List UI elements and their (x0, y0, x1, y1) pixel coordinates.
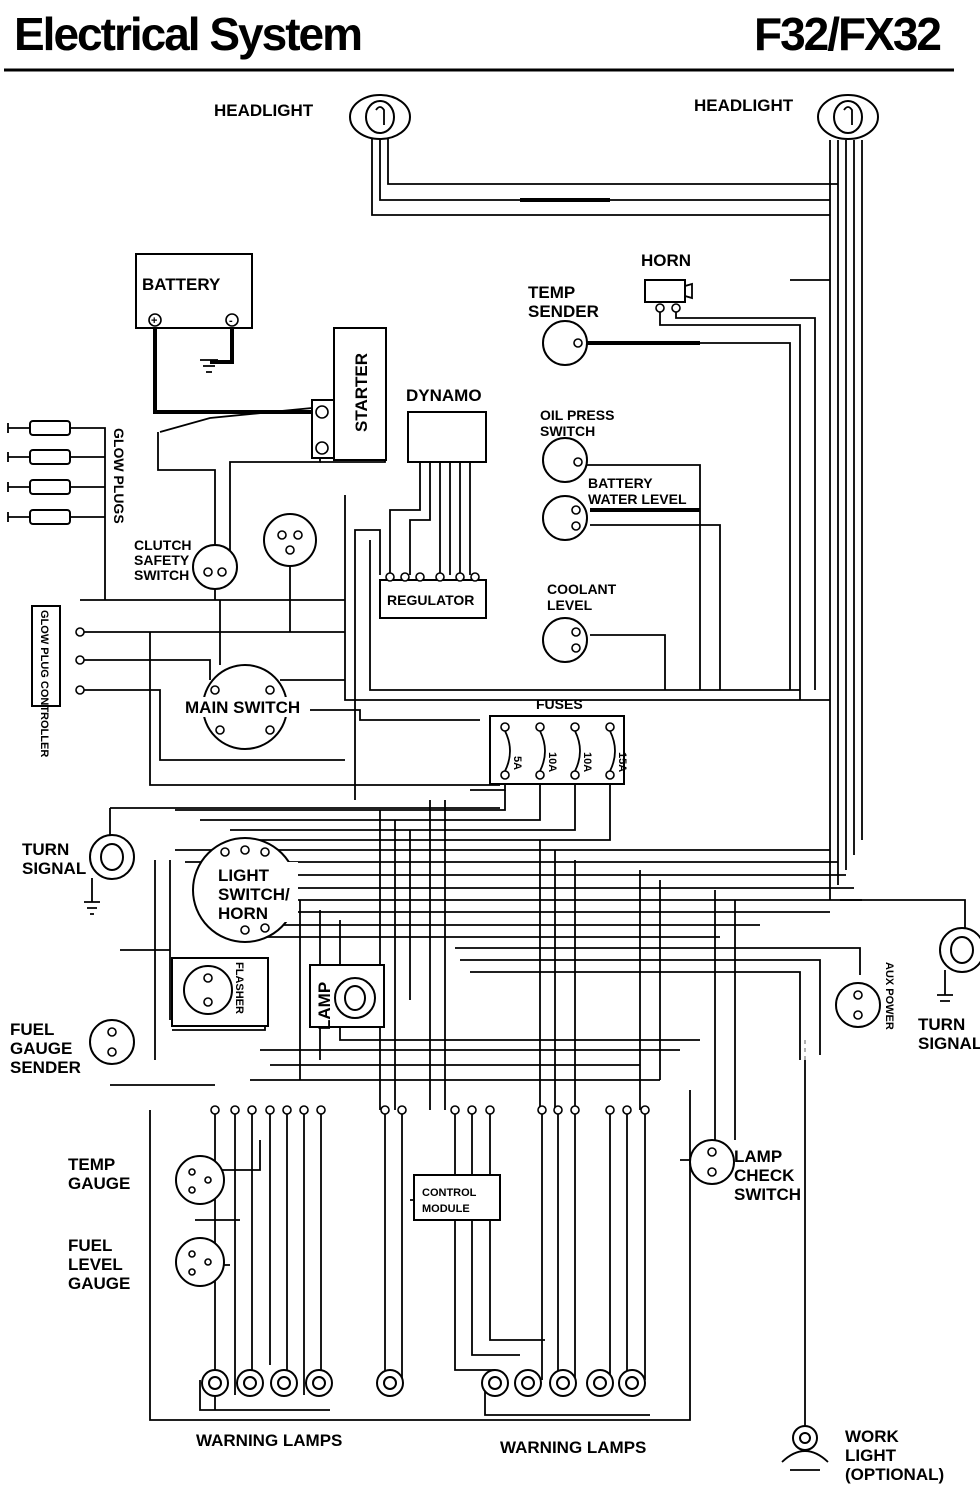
oil-press-switch: OIL PRESS SWITCH (540, 407, 614, 483)
glow-plug-controller-label: GLOW PLUG CONTROLLER (38, 610, 50, 757)
fuel-level-gauge-label-1: FUEL (68, 1236, 112, 1255)
temp-sender-label-2: SENDER (528, 302, 599, 321)
aux-power: AUX POWER (835, 962, 895, 1030)
svg-text:10A: 10A (581, 752, 593, 772)
fuses-label: FUSES (536, 696, 583, 712)
work-light-label-2: LIGHT (845, 1446, 897, 1465)
work-light-label-3: (OPTIONAL) (845, 1465, 944, 1484)
oil-press-switch-label-1: OIL PRESS (540, 407, 614, 423)
horn-label: HORN (641, 251, 691, 270)
starter-label: STARTER (352, 353, 371, 432)
starter: STARTER (311, 327, 387, 461)
dynamo: DYNAMO (406, 386, 487, 463)
light-switch-horn-label-3: HORN (218, 904, 268, 923)
svg-text:15A: 15A (616, 752, 628, 772)
glow-plugs-label: GLOW PLUGS (111, 428, 127, 524)
fuse-1: 5A (500, 722, 523, 780)
work-light-label-1: WORK (845, 1427, 900, 1446)
lamp-check-switch-label-1: LAMP (734, 1147, 782, 1166)
headlight-right-label: HEADLIGHT (694, 96, 794, 115)
lamp: LAMP (309, 964, 385, 1030)
turn-signal-right-label-1: TURN (918, 1015, 965, 1034)
fuel-gauge-sender-label-2: GAUGE (10, 1039, 72, 1058)
fuel-level-gauge-label-3: GAUGE (68, 1274, 130, 1293)
main-switch-label: MAIN SWITCH (185, 698, 300, 717)
warning-lamps-left-label: WARNING LAMPS (196, 1431, 342, 1450)
flasher-label: FLASHER (233, 962, 245, 1014)
fuse-3: 10A (570, 722, 593, 780)
svg-text:-: - (229, 315, 233, 327)
fuel-level-gauge-label-2: LEVEL (68, 1255, 123, 1274)
dynamo-label: DYNAMO (406, 386, 482, 405)
clutch-safety-switch-label-2: SAFETY (134, 552, 190, 568)
flasher: FLASHER (171, 957, 269, 1027)
svg-text:5A: 5A (511, 756, 523, 770)
fuse-box: FUSES 5A 10A 10A 15A (489, 696, 628, 785)
temp-gauge-label-2: GAUGE (68, 1174, 130, 1193)
svg-text:10A: 10A (546, 752, 558, 772)
fuel-gauge-sender-label-3: SENDER (10, 1058, 81, 1077)
temp-sender: TEMP SENDER (528, 283, 599, 366)
light-switch-horn-label-1: LIGHT (218, 866, 270, 885)
horn: HORN (641, 251, 693, 313)
turn-signal-left-label-2: SIGNAL (22, 859, 86, 878)
battery: BATTERY + - (135, 253, 253, 329)
clutch-safety-switch: CLUTCH SAFETY SWITCH (134, 537, 238, 590)
connector-terminals (210, 1105, 650, 1115)
work-light: WORK LIGHT (OPTIONAL) (781, 1425, 944, 1484)
fuse-4: 15A (605, 722, 628, 780)
lamp-label: LAMP (315, 982, 334, 1030)
page-title: Electrical System (14, 8, 361, 60)
lamp-check-switch: LAMP CHECK SWITCH (689, 1139, 801, 1204)
warning-lamps-left: WARNING LAMPS (196, 1369, 404, 1450)
oil-press-switch-label-2: SWITCH (540, 423, 595, 439)
headlight-left-label: HEADLIGHT (214, 101, 314, 120)
fuel-gauge-sender-label-1: FUEL (10, 1020, 54, 1039)
warning-lamps-right-label: WARNING LAMPS (500, 1438, 646, 1457)
regulator-label: REGULATOR (387, 592, 474, 608)
battery-water-level-label-2: WATER LEVEL (588, 491, 687, 507)
temp-gauge-label-1: TEMP (68, 1155, 115, 1174)
control-module-label-1: CONTROL (422, 1187, 477, 1199)
svg-text:+: + (151, 315, 157, 327)
turn-signal-left-label-1: TURN (22, 840, 69, 859)
warning-lamps-right: WARNING LAMPS (481, 1369, 646, 1457)
main-switch: MAIN SWITCH (184, 664, 310, 750)
turn-signal-left: TURN SIGNAL (22, 834, 135, 915)
headlight-right: HEADLIGHT (694, 94, 879, 140)
coolant-level-sensor: COOLANT LEVEL (542, 581, 617, 663)
battery-label: BATTERY (142, 275, 221, 294)
aux-power-label: AUX POWER (883, 962, 895, 1030)
clutch-safety-switch-label-3: SWITCH (134, 567, 189, 583)
temp-sender-label-1: TEMP (528, 283, 575, 302)
coolant-level-label-2: LEVEL (547, 597, 593, 613)
fuel-gauge-sender: FUEL GAUGE SENDER (10, 1019, 135, 1077)
lamp-check-switch-label-3: SWITCH (734, 1185, 801, 1204)
turn-signal-right-label-2: SIGNAL (918, 1034, 980, 1053)
model-number: F32/FX32 (754, 8, 940, 60)
wiring-harness (30, 138, 966, 1440)
coolant-level-label-1: COOLANT (547, 581, 617, 597)
light-switch-horn-label-2: SWITCH/ (218, 885, 290, 904)
glow-plug-controller: GLOW PLUG CONTROLLER (31, 605, 85, 757)
clutch-safety-switch-label-1: CLUTCH (134, 537, 192, 553)
control-module-label-2: MODULE (422, 1203, 470, 1215)
temp-gauge: TEMP GAUGE (68, 1155, 225, 1205)
battery-water-level-sensor: BATTERY WATER LEVEL (542, 475, 687, 541)
auxiliary-switch (263, 513, 317, 567)
lamp-check-switch-label-2: CHECK (734, 1166, 795, 1185)
light-switch-horn: LIGHT SWITCH/ HORN (192, 837, 298, 943)
header: Electrical System F32/FX32 (4, 8, 954, 72)
regulator: REGULATOR (379, 572, 487, 619)
control-module: CONTROL MODULE (413, 1174, 501, 1221)
turn-signal-right: TURN SIGNAL (918, 927, 980, 1053)
fuel-level-gauge: FUEL LEVEL GAUGE (68, 1236, 225, 1293)
fuse-2: 10A (535, 722, 558, 780)
headlight-left: HEADLIGHT (214, 94, 411, 140)
battery-water-level-label-1: BATTERY (588, 475, 653, 491)
glow-plugs: GLOW PLUGS (7, 420, 127, 525)
